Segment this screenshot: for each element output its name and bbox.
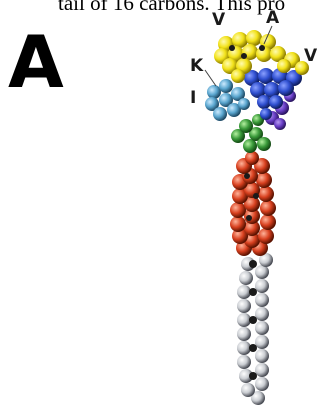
- residue-label-valine-left: V: [212, 12, 225, 29]
- residue-label-alanine: A: [266, 10, 279, 27]
- lipid-tail: [237, 253, 273, 405]
- red-peptide-region: [230, 151, 276, 256]
- residue-label-lysine: K: [190, 58, 203, 75]
- residue-label-isoleucine: I: [190, 90, 196, 107]
- residue-label-valine-right: V: [304, 48, 317, 65]
- cyan-lysine-region: [205, 79, 250, 121]
